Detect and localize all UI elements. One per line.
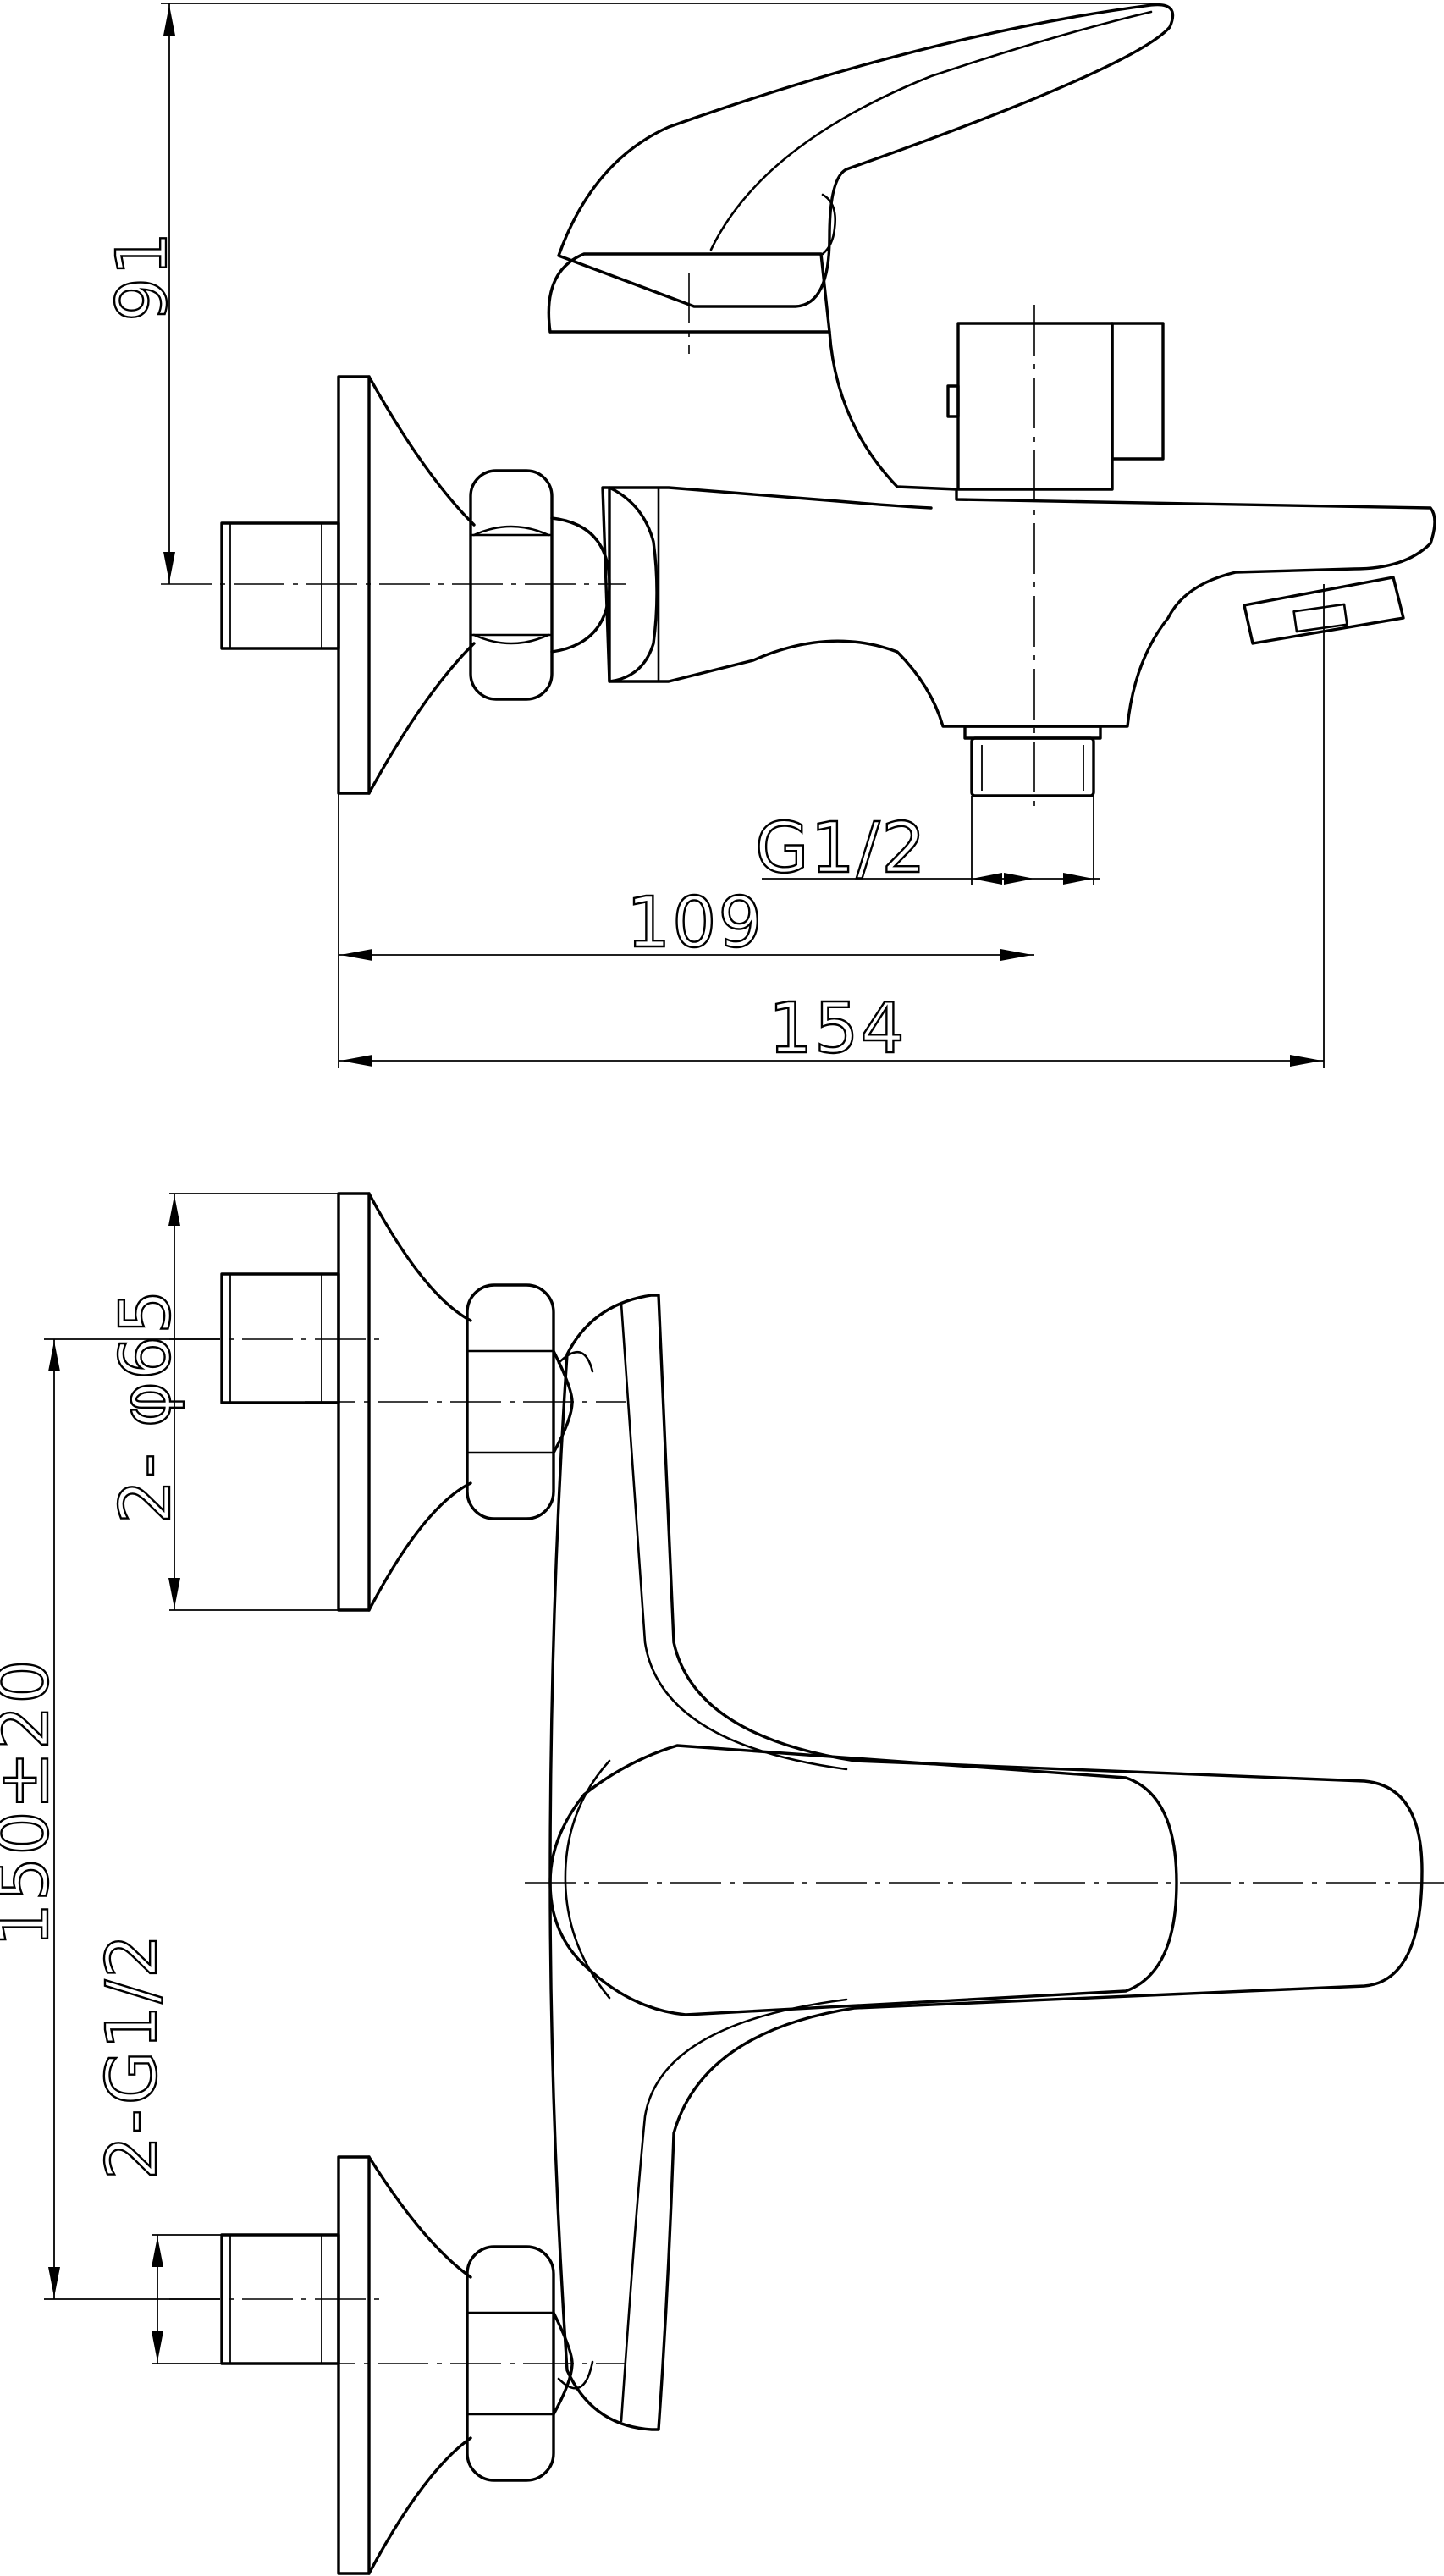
dimension-150: 150±20 xyxy=(0,1338,220,2300)
side-escutcheon-cone xyxy=(367,375,476,795)
dimension-2g12: 2-G1/2 xyxy=(91,1932,222,2364)
dim-2g12-label: 2-G1/2 xyxy=(92,1933,173,2180)
dim-91-label: 91 xyxy=(102,230,183,322)
dim-154-label: 154 xyxy=(769,989,907,1069)
side-body-collar xyxy=(608,486,659,683)
top-body-inner-upper xyxy=(620,1302,848,1771)
side-body xyxy=(548,330,1436,728)
side-diverter xyxy=(946,322,1165,491)
side-wall-plate xyxy=(337,375,371,795)
top-lever-handle xyxy=(548,1744,1178,2016)
side-cartridge-housing xyxy=(547,252,831,334)
side-inlet-nipple xyxy=(220,521,340,650)
side-lever-highlight xyxy=(709,10,1153,251)
top-body-inner-lower xyxy=(620,1998,848,2423)
side-union xyxy=(550,516,611,654)
dim-phi65-label: 2- φ65 xyxy=(106,1288,186,1524)
dimension-109: 109 xyxy=(338,793,1034,1068)
dimension-g12-outlet: G1/2 xyxy=(754,796,1100,890)
dimension-154: 154 xyxy=(339,584,1325,1070)
dimension-phi65: 2- φ65 xyxy=(105,1193,339,1611)
side-aerator xyxy=(1243,576,1405,645)
side-view: 91 G1/2 109 154 xyxy=(102,3,1436,1070)
dimension-91: 91 xyxy=(102,3,1160,584)
top-lower-connection xyxy=(169,2155,626,2575)
top-body-outline xyxy=(548,1294,1424,2431)
dim-109-label: 109 xyxy=(626,883,764,963)
dim-g12-label: G1/2 xyxy=(755,808,928,889)
top-view: 2- φ65 150±20 2-G1/2 xyxy=(0,1192,1444,2575)
side-hex-nut xyxy=(469,469,554,701)
dim-150-label: 150±20 xyxy=(0,1658,64,1947)
side-lever-handle xyxy=(557,3,1175,308)
side-shower-outlet xyxy=(963,725,1102,797)
